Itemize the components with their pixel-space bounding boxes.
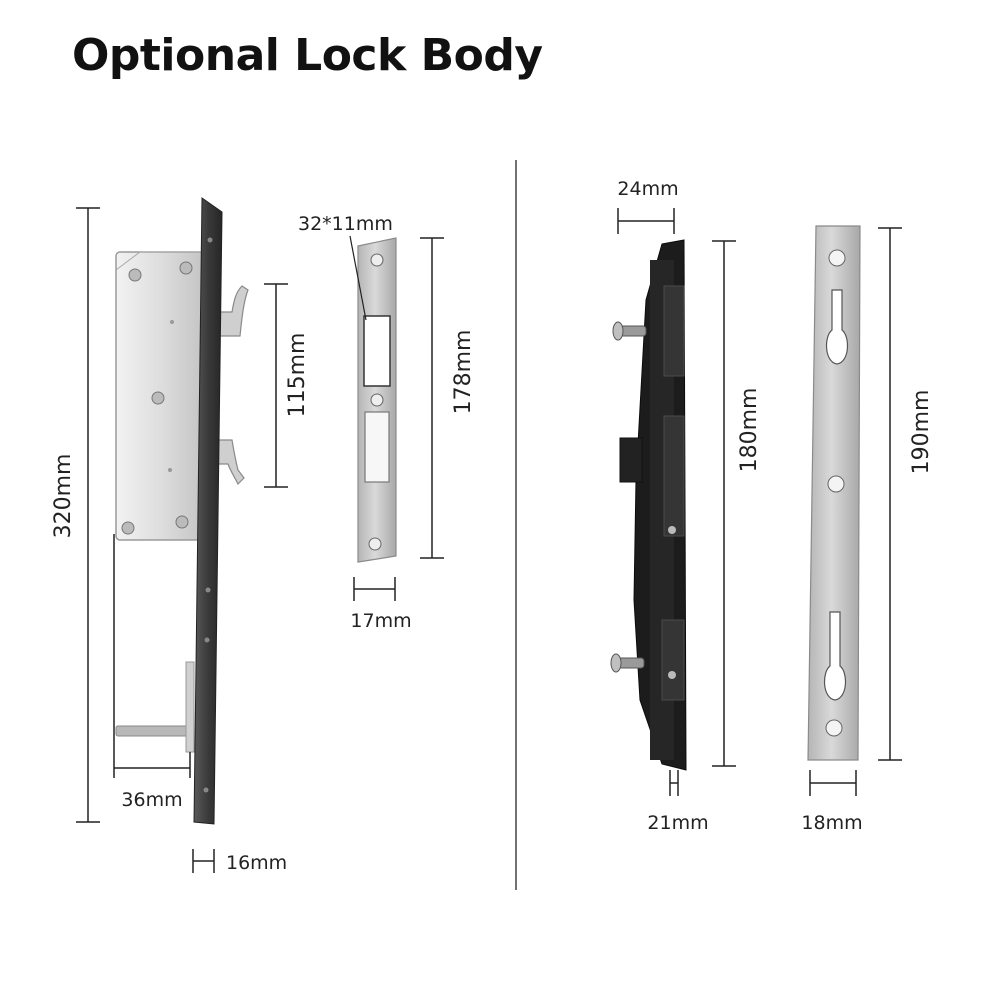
dimension-18mm: 18mm [801, 770, 863, 834]
dimension-label: 24mm [617, 178, 678, 200]
dimension-21mm: 21mm [647, 770, 709, 834]
dimension-label: 178mm [451, 330, 476, 415]
dimension-label: 36mm [121, 789, 182, 811]
dimension-320mm: 320mm [51, 207, 100, 823]
keeper-bracket-lower [661, 619, 685, 701]
dimension-label: 32*11mm [298, 213, 393, 235]
dimension-178mm: 178mm [420, 237, 476, 559]
dimension-label: 16mm [226, 852, 287, 874]
strike-cutout-lower [364, 411, 390, 483]
keyhole-plate-body [807, 225, 861, 761]
dimension-190mm: 190mm [878, 227, 934, 761]
dimension-label: 190mm [909, 390, 934, 475]
keeper-screw-lower [610, 653, 645, 673]
screw-hole-icon [370, 253, 384, 267]
dimension-label: 180mm [737, 388, 762, 473]
case-screw-icon [151, 391, 165, 405]
keeper-bracket-upper [663, 285, 685, 377]
screw-hole-icon [827, 475, 845, 493]
strike-cutout-upper [363, 315, 391, 387]
screw-hole-icon [828, 249, 846, 267]
page-title: Optional Lock Body [72, 30, 543, 81]
dimension-16mm: 16mm [192, 849, 287, 874]
mortise-lock-body: 320mm 115mm 36mm 16mm [51, 197, 310, 874]
case-screw-icon [179, 261, 193, 275]
dimension-17mm: 17mm [350, 577, 412, 632]
spindle-bar [115, 725, 195, 737]
dimension-label: 320mm [51, 454, 76, 539]
dimension-24mm: 24mm [617, 178, 679, 234]
keyhole-plate: 190mm 18mm [801, 225, 934, 834]
strike-plate: 32*11mm 178mm 17mm [298, 213, 476, 632]
screw-hole-icon [370, 393, 384, 407]
screw-hole-icon [368, 537, 382, 551]
keyhole-slot-lower [824, 611, 846, 701]
keeper-screw-upper [612, 321, 647, 341]
case-screw-icon [121, 521, 135, 535]
dimension-180mm: 180mm [712, 240, 762, 767]
keeper-bracket-mid [663, 415, 685, 537]
dimension-36mm: 36mm [113, 534, 191, 811]
keyhole-slot-upper [826, 289, 848, 365]
case-screw-icon [175, 515, 189, 529]
dimension-label: 17mm [350, 610, 411, 632]
screw-hole-icon [825, 719, 843, 737]
case-screw-icon [128, 268, 142, 282]
dimension-115mm: 115mm [264, 283, 310, 488]
dimension-label: 18mm [801, 812, 862, 834]
keeper-tongue [619, 437, 643, 483]
dimension-label: 115mm [285, 333, 310, 418]
black-keeper: 24mm 180mm 21mm [610, 178, 762, 834]
dimension-label: 21mm [647, 812, 708, 834]
lock-faceplate [193, 197, 223, 825]
